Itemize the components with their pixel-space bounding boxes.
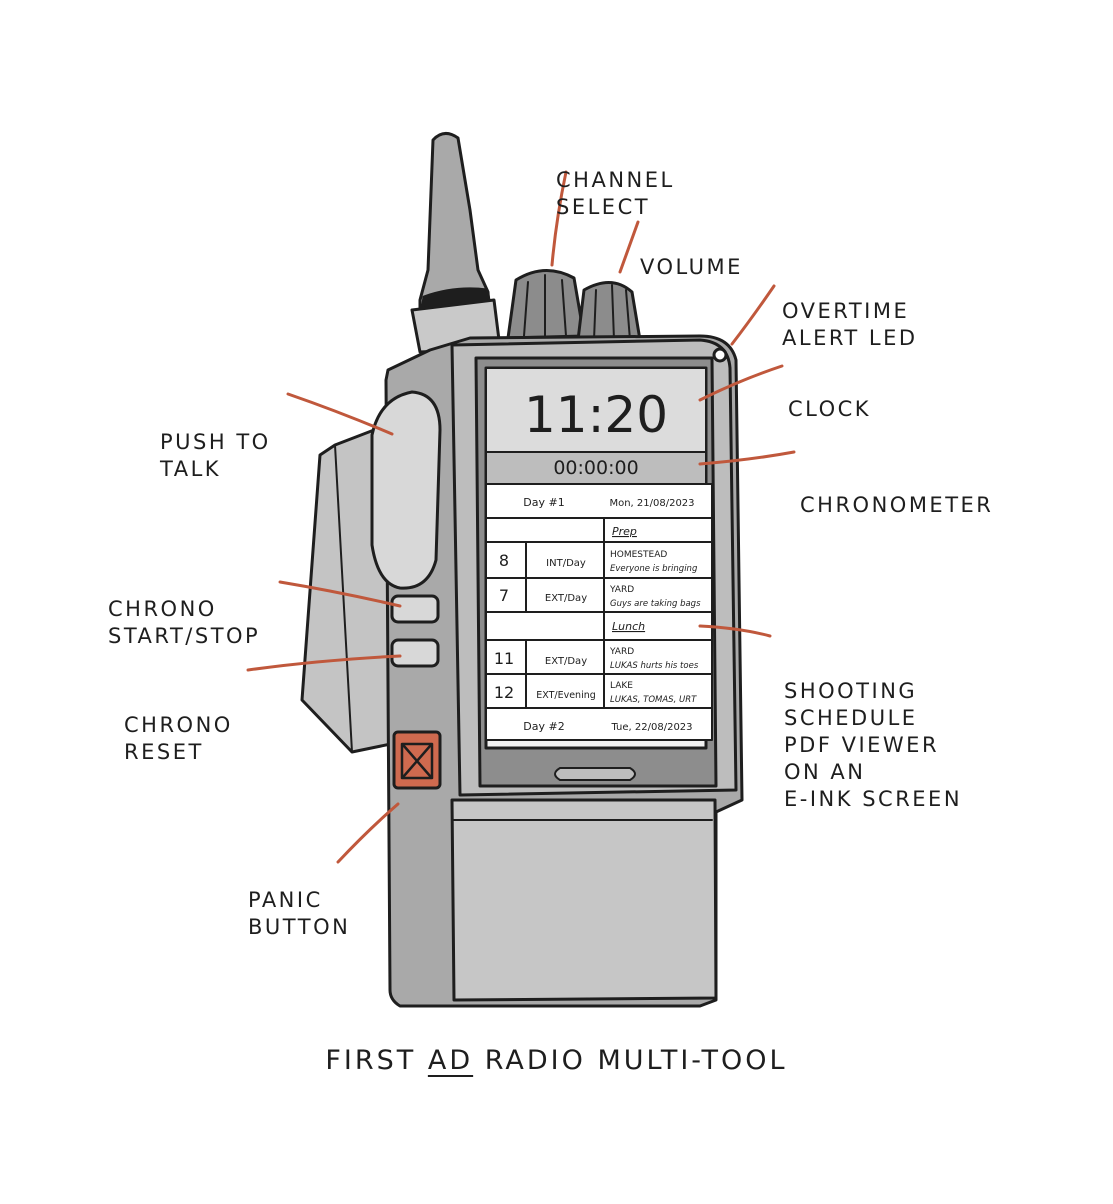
row-type: INT/Day <box>546 558 586 569</box>
row-type: EXT/Day <box>545 593 587 604</box>
label-volume: VOLUME <box>640 255 743 279</box>
leader-lines <box>246 170 796 864</box>
volume-knob[interactable] <box>576 281 642 342</box>
lunch-label: Lunch <box>612 620 645 633</box>
row-location: HOMESTEAD <box>610 550 667 560</box>
row-note: Guys are taking bags <box>610 599 701 609</box>
row-note: LUKAS hurts his toes <box>610 661 699 671</box>
day2-label: Day #2 <box>523 720 564 733</box>
row-type: EXT/Day <box>545 656 587 667</box>
row-scene: 7 <box>499 586 509 605</box>
chronometer-readout: 00:00:00 <box>553 457 638 479</box>
day2-date: Tue, 22/08/2023 <box>610 722 692 733</box>
overtime-alert-led <box>712 347 728 363</box>
diagram-caption: FIRST AD RADIO MULTI-TOOL <box>0 1045 1113 1076</box>
caption-underlined: AD <box>427 1045 474 1076</box>
label-clock: CLOCK <box>788 397 872 421</box>
speaker-slot <box>554 767 636 781</box>
row-location: YARD <box>609 585 634 595</box>
row-note: LUKAS, TOMAS, URT <box>610 695 697 705</box>
row-location: LAKE <box>610 681 633 691</box>
row-note: Everyone is bringing <box>610 564 698 574</box>
row-scene: 12 <box>494 683 514 702</box>
clock-readout: 11:20 <box>524 386 668 444</box>
row-location: YARD <box>609 647 634 657</box>
row-scene: 11 <box>494 649 514 668</box>
antenna <box>410 132 502 354</box>
label-chronometer: CHRONOMETER <box>800 493 994 517</box>
chrono-start-stop-button[interactable] <box>390 594 440 624</box>
channel-select-knob[interactable] <box>506 268 586 340</box>
day1-label: Day #1 <box>523 496 564 509</box>
row-type: EXT/Evening <box>536 690 596 701</box>
caption-part: FIRST <box>325 1045 428 1076</box>
schedule-table <box>485 483 713 741</box>
push-to-talk-button[interactable] <box>370 390 442 590</box>
chrono-reset-button[interactable] <box>390 638 440 668</box>
row-scene: 8 <box>499 551 509 570</box>
caption-part: RADIO MULTI-TOOL <box>473 1045 788 1076</box>
prep-label: Prep <box>612 525 637 538</box>
day1-date: Mon, 21/08/2023 <box>609 498 694 509</box>
panic-button[interactable] <box>392 730 442 790</box>
